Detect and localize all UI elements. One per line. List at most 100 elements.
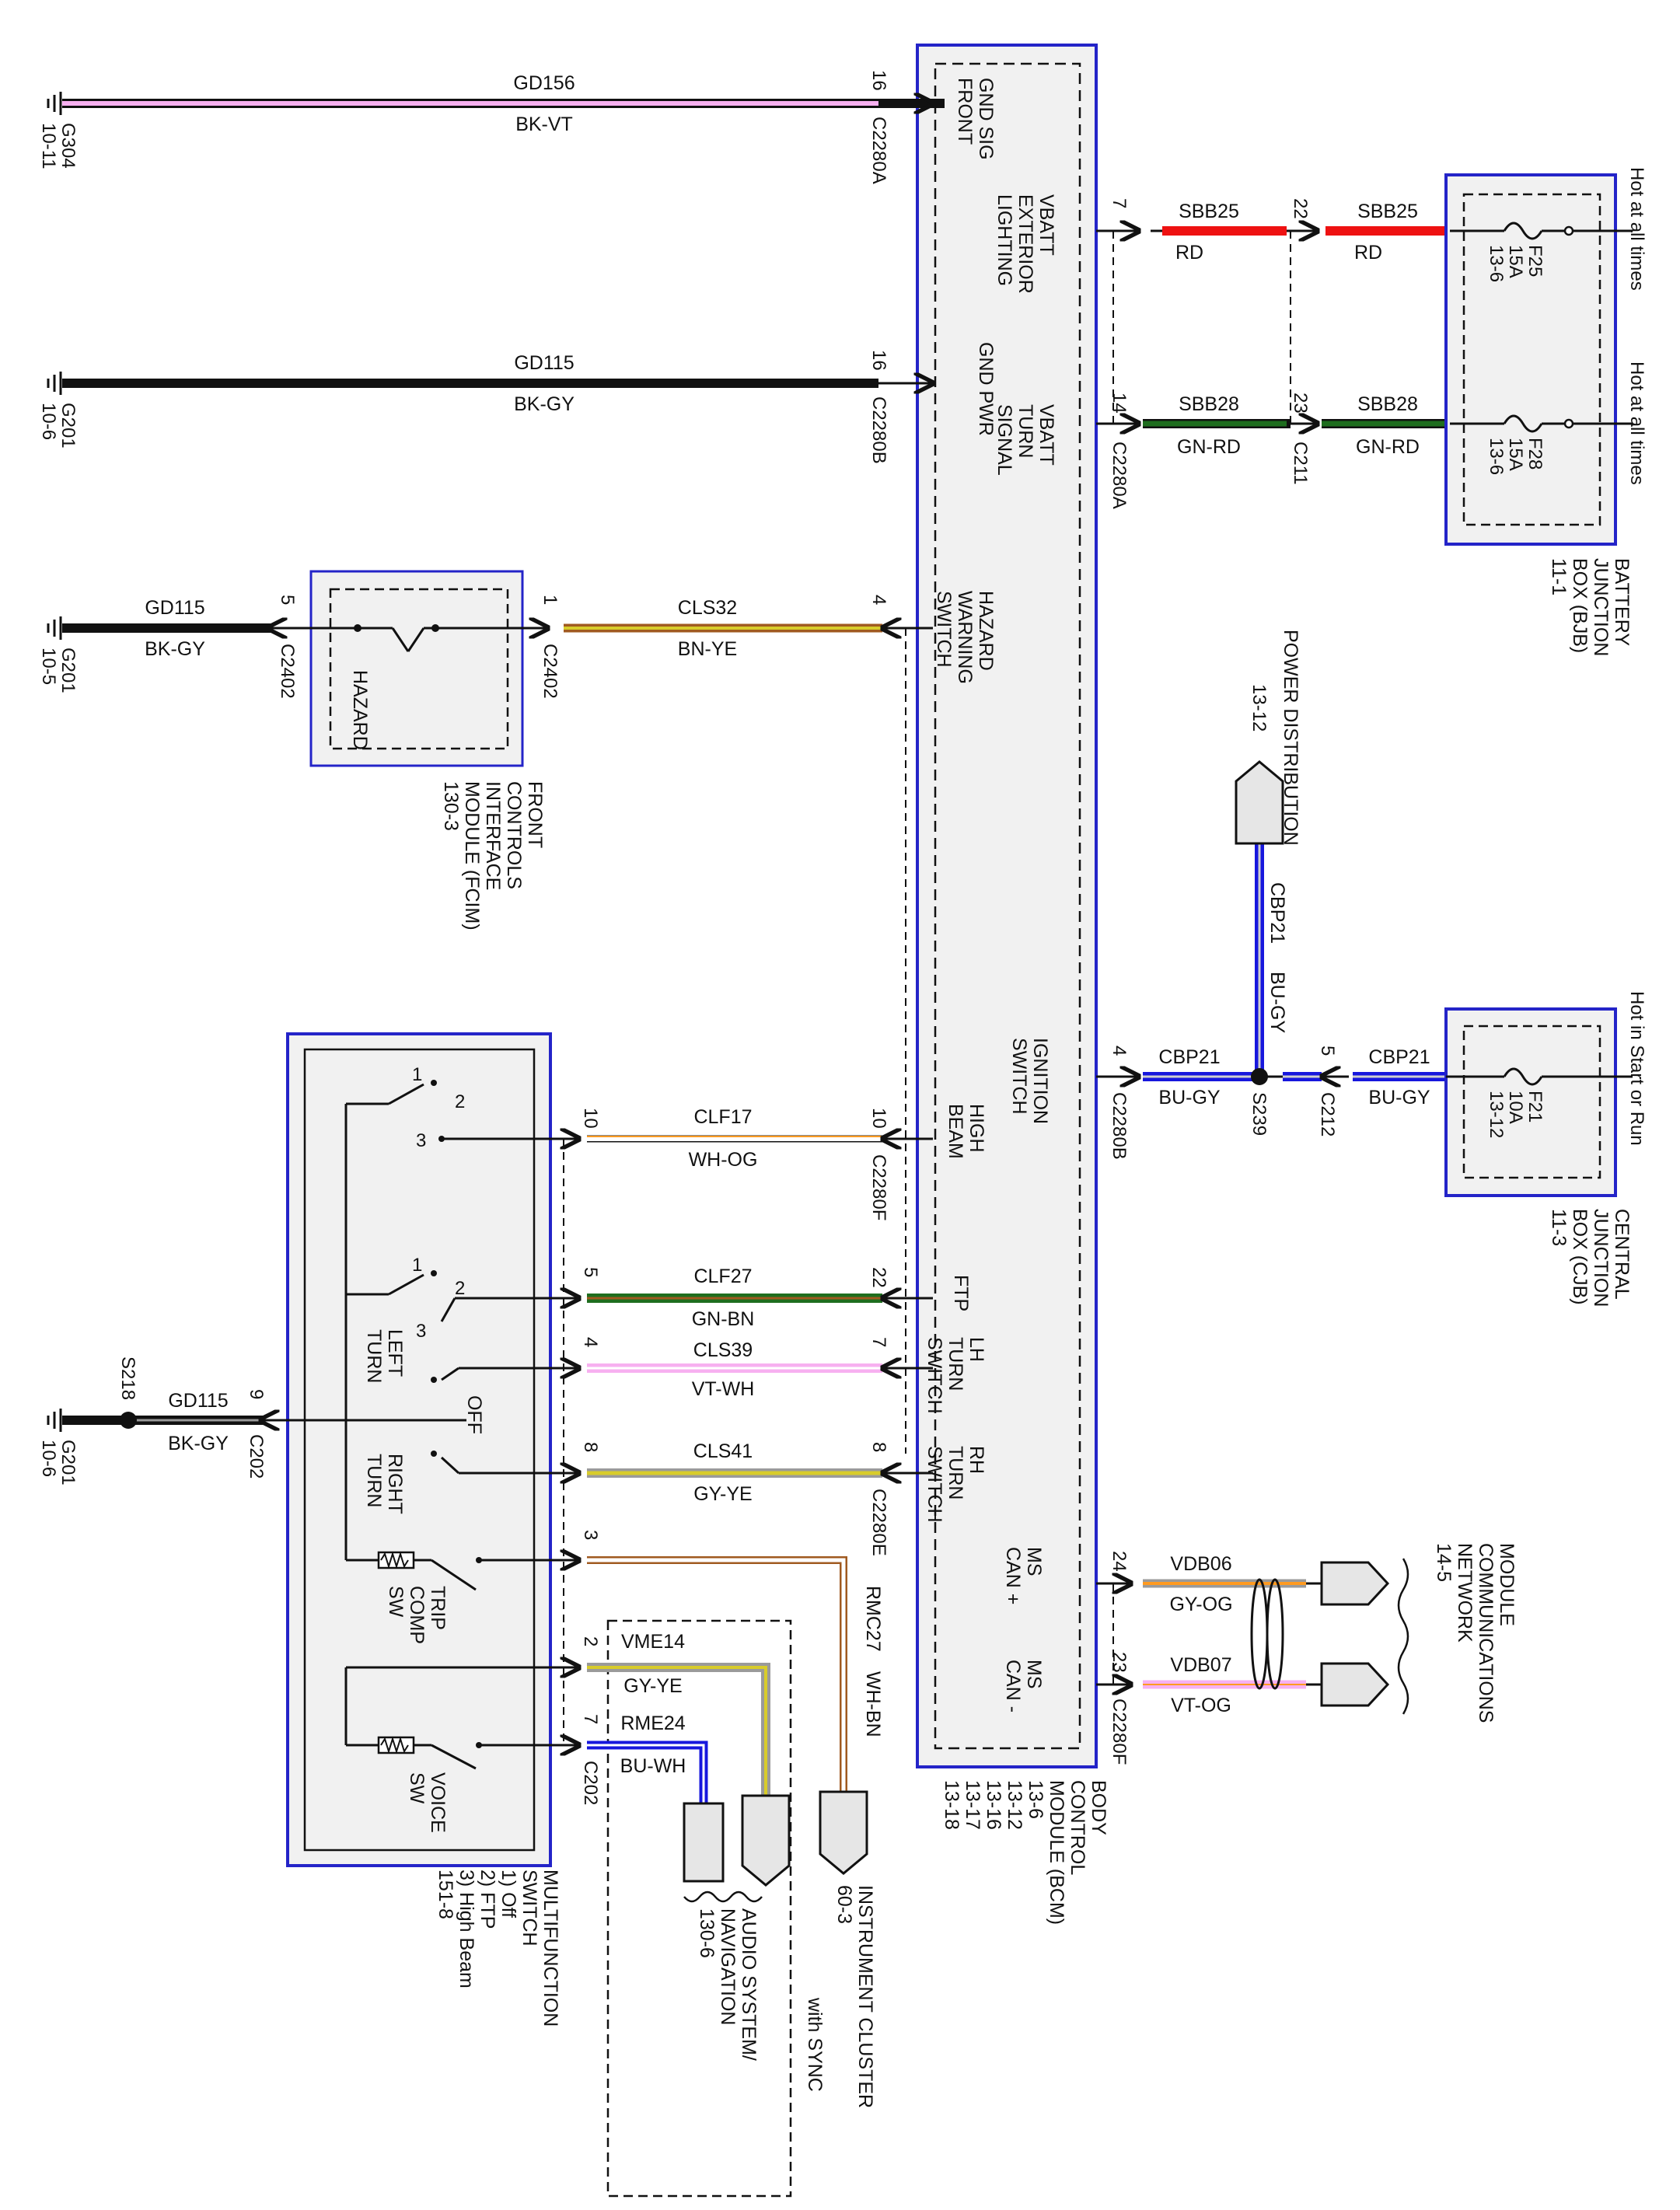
svg-text:IGNITIONSWITCH: IGNITIONSWITCH: [1008, 1038, 1051, 1124]
svg-text:G20110-6: G20110-6: [38, 403, 79, 449]
svg-text:2: 2: [580, 1636, 601, 1646]
ground-g201-mfs: [47, 1409, 62, 1432]
bcm-gndsig-l2: FRONT: [954, 78, 976, 145]
fcim-hazard: HAZARD: [349, 670, 371, 750]
wire-rme24: [548, 1745, 708, 1803]
svg-text:BN-YE: BN-YE: [678, 638, 737, 660]
svg-text:OFF: OFF: [463, 1395, 485, 1434]
svg-text:1: 1: [540, 595, 561, 605]
ground-g201-top: [47, 372, 62, 395]
svg-text:GN-RD: GN-RD: [1177, 436, 1241, 458]
svg-text:9: 9: [246, 1389, 267, 1399]
svg-text:C212: C212: [1317, 1092, 1338, 1136]
svg-text:14: 14: [1109, 393, 1130, 414]
ground-g201-fcim: [47, 616, 62, 640]
svg-text:C2402: C2402: [540, 644, 561, 699]
svg-text:2: 2: [455, 1278, 465, 1299]
svg-text:5: 5: [277, 595, 298, 605]
c2280a-top: C2280A: [868, 117, 889, 184]
mfs-pin-numbers: 1 2 3 1 2 3: [412, 1064, 465, 1342]
svg-text:BU-GY: BU-GY: [1158, 1087, 1221, 1108]
splice-s218: [120, 1412, 137, 1429]
svg-text:SBB25: SBB25: [1179, 201, 1239, 222]
svg-text:16: 16: [868, 350, 889, 371]
svg-text:7: 7: [1109, 198, 1130, 208]
svg-text:SBB28: SBB28: [1179, 393, 1239, 415]
svg-text:RME24: RME24: [620, 1712, 685, 1734]
svg-text:GN-BN: GN-BN: [692, 1308, 755, 1330]
svg-text:MSCAN -: MSCAN -: [1002, 1660, 1045, 1712]
svg-text:C202: C202: [580, 1761, 601, 1805]
svg-text:C2280B: C2280B: [1109, 1092, 1130, 1160]
svg-text:POWER DISTRIBUTION: POWER DISTRIBUTION: [1280, 630, 1301, 846]
svg-text:CLS41: CLS41: [693, 1440, 753, 1462]
svg-text:LHTURNSWITCH: LHTURNSWITCH: [924, 1337, 987, 1414]
svg-text:RIGHTTURN: RIGHTTURN: [363, 1454, 406, 1514]
svg-text:HAZARDWARNINGSWITCH: HAZARDWARNINGSWITCH: [933, 591, 997, 684]
svg-text:CBP21: CBP21: [1266, 882, 1288, 944]
ground-g304: [47, 92, 62, 115]
fcim-title: FRONTCONTROLSINTERFACEMODULE (FCIM)130-3: [440, 781, 546, 930]
svg-text:4: 4: [868, 595, 889, 605]
svg-text:8: 8: [868, 1442, 889, 1452]
svg-text:C2280A: C2280A: [1109, 442, 1130, 509]
svg-text:5: 5: [580, 1267, 601, 1277]
svg-text:2: 2: [455, 1091, 465, 1112]
svg-text:VT-WH: VT-WH: [692, 1378, 755, 1400]
svg-text:VBATTEXTERIORLIGHTING: VBATTEXTERIORLIGHTING: [994, 194, 1057, 294]
svg-text:5: 5: [1317, 1046, 1338, 1056]
instrument-cluster-connector: [819, 1790, 868, 1875]
svg-text:RD: RD: [1175, 242, 1203, 264]
svg-text:INSTRUMENT CLUSTER60-3: INSTRUMENT CLUSTER60-3: [833, 1885, 876, 2108]
mfs-title: MULTIFUNCTIONSWITCH1) Off2) FTP3) High B…: [435, 1870, 561, 2027]
svg-text:22: 22: [1290, 198, 1311, 219]
svg-text:FTP: FTP: [950, 1275, 972, 1311]
svg-text:4: 4: [1109, 1046, 1130, 1056]
svg-text:10: 10: [868, 1108, 889, 1129]
svg-text:VOICESW: VOICESW: [406, 1772, 449, 1833]
svg-text:Hot in Start or Run: Hot in Start or Run: [1626, 991, 1647, 1146]
svg-text:WH-OG: WH-OG: [689, 1149, 758, 1171]
mcn-title: MODULECOMMUNICATIONSNETWORK14-5: [1433, 1543, 1518, 1723]
wire-cbp21: [1096, 843, 1446, 1077]
svg-text:GN-RD: GN-RD: [1356, 436, 1420, 458]
svg-text:16: 16: [868, 70, 889, 91]
bcm-module: [916, 44, 1098, 1768]
svg-text:13-12: 13-12: [1249, 684, 1270, 731]
svg-text:3: 3: [416, 1130, 426, 1151]
svg-text:SBB25: SBB25: [1357, 201, 1418, 222]
svg-text:GY-YE: GY-YE: [693, 1483, 753, 1505]
svg-text:BK-GY: BK-GY: [514, 393, 575, 415]
fuse-f25: F2515A13-6: [1486, 245, 1546, 282]
fuse-f21: F2110A13-12: [1486, 1091, 1546, 1138]
power-distribution-connector: [1235, 760, 1284, 845]
svg-text:1: 1: [412, 1255, 422, 1276]
svg-text:RMC27: RMC27: [862, 1586, 884, 1652]
svg-text:AUDIO SYSTEM/NAVIGATION130-6: AUDIO SYSTEM/NAVIGATION130-6: [696, 1908, 760, 2061]
svg-text:CBP21: CBP21: [1158, 1046, 1220, 1068]
twisted-pair: [1250, 1578, 1284, 1690]
svg-text:CLS39: CLS39: [693, 1339, 753, 1361]
svg-text:Hot at all times: Hot at all times: [1626, 167, 1647, 291]
svg-text:VBATTTURNSIGNAL: VBATTTURNSIGNAL: [994, 404, 1057, 476]
mfs-module: [286, 1032, 552, 1867]
svg-text:S218: S218: [117, 1356, 138, 1400]
svg-text:GY-OG: GY-OG: [1169, 1594, 1232, 1615]
svg-text:C2402: C2402: [277, 644, 298, 699]
bcm-pin-labels: GND SIGFRONT VBATTEXTERIORLIGHTING GND P…: [924, 78, 1057, 1712]
bjb-title: BATTERYJUNCTIONBOX (BJB)11-1: [1548, 558, 1633, 656]
svg-text:G20110-5: G20110-5: [38, 648, 79, 693]
svg-text:RHTURNSWITCH: RHTURNSWITCH: [924, 1446, 987, 1523]
fcim-module: [309, 570, 524, 767]
svg-text:Hot at all times: Hot at all times: [1626, 361, 1647, 485]
svg-text:MSCAN +: MSCAN +: [1002, 1547, 1045, 1604]
svg-text:C2280F: C2280F: [1109, 1699, 1130, 1765]
svg-text:G20110-6: G20110-6: [38, 1440, 79, 1486]
svg-text:CLS32: CLS32: [678, 597, 737, 619]
gd156-color: BK-VT: [515, 113, 573, 135]
gd156-id: GD156: [513, 72, 575, 94]
svg-text:SBB28: SBB28: [1357, 393, 1418, 415]
svg-text:CBP21: CBP21: [1368, 1046, 1430, 1068]
svg-text:C211: C211: [1290, 442, 1311, 485]
